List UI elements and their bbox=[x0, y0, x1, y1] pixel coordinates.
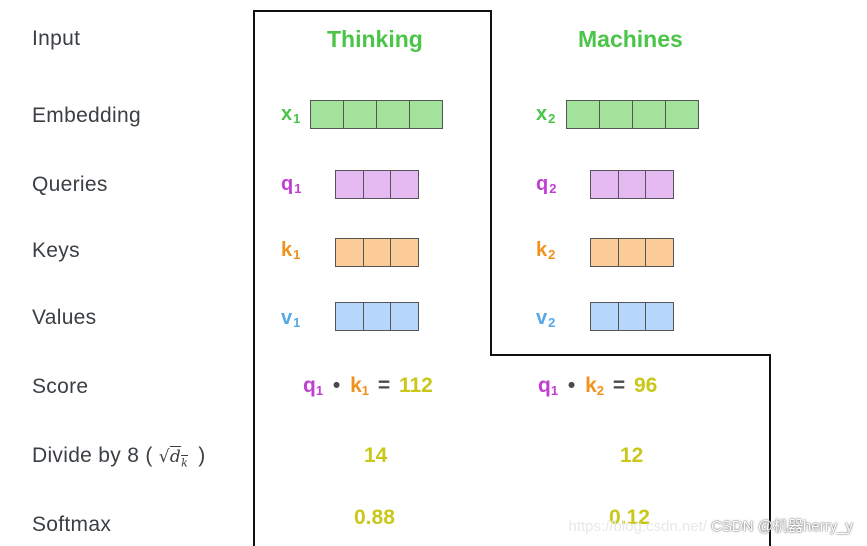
embedding-label-1: x1 bbox=[281, 103, 301, 126]
embedding-label-2: x2 bbox=[536, 103, 556, 126]
score-value-2: 96 bbox=[633, 374, 658, 397]
softmax-value-2: 0.12 bbox=[609, 506, 650, 529]
word-machines: Machines bbox=[578, 26, 683, 52]
row-label-keys: Keys bbox=[32, 239, 80, 262]
value-vector-2 bbox=[590, 302, 674, 331]
word-thinking: Thinking bbox=[327, 26, 423, 52]
row-label-embedding: Embedding bbox=[32, 104, 141, 127]
query-vector-1 bbox=[335, 170, 419, 199]
row-label-queries: Queries bbox=[32, 173, 108, 196]
key-vector-1 bbox=[335, 238, 419, 267]
divided-value-2: 12 bbox=[620, 444, 644, 467]
divide-label-close: ) bbox=[198, 444, 206, 467]
row-label-input: Input bbox=[32, 27, 81, 50]
embedding-vector-1 bbox=[310, 100, 443, 129]
key-label-1: k1 bbox=[281, 239, 301, 262]
query-label-1: q1 bbox=[281, 173, 302, 196]
divide-label-text: Divide by 8 ( bbox=[32, 444, 153, 467]
query-label-2: q2 bbox=[536, 173, 557, 196]
value-label-1: v1 bbox=[281, 307, 301, 330]
key-label-2: k2 bbox=[536, 239, 556, 262]
value-vector-1 bbox=[335, 302, 419, 331]
sqrt-dk-formula: √dk bbox=[158, 447, 189, 470]
key-vector-2 bbox=[590, 238, 674, 267]
row-label-values: Values bbox=[32, 306, 97, 329]
watermark-url: https://blog.csdn.net/ bbox=[568, 518, 707, 535]
query-vector-2 bbox=[590, 170, 674, 199]
score-value-1: 112 bbox=[398, 374, 433, 397]
embedding-vector-2 bbox=[566, 100, 699, 129]
divided-value-1: 14 bbox=[364, 444, 388, 467]
row-label-divide: Divide by 8 ( √dk ) bbox=[32, 444, 206, 469]
row-label-softmax: Softmax bbox=[32, 513, 112, 536]
row-label-score: Score bbox=[32, 375, 89, 398]
score-equation-2: q1 • k2 = 96 bbox=[538, 374, 658, 398]
value-label-2: v2 bbox=[536, 307, 556, 330]
score-equation-1: q1 • k1 = 112 bbox=[303, 374, 433, 398]
watermark-text: CSDN @机器herry_y bbox=[711, 518, 853, 535]
softmax-value-1: 0.88 bbox=[354, 506, 395, 529]
csdn-watermark: https://blog.csdn.net/ CSDN @机器herry_y bbox=[568, 515, 853, 536]
